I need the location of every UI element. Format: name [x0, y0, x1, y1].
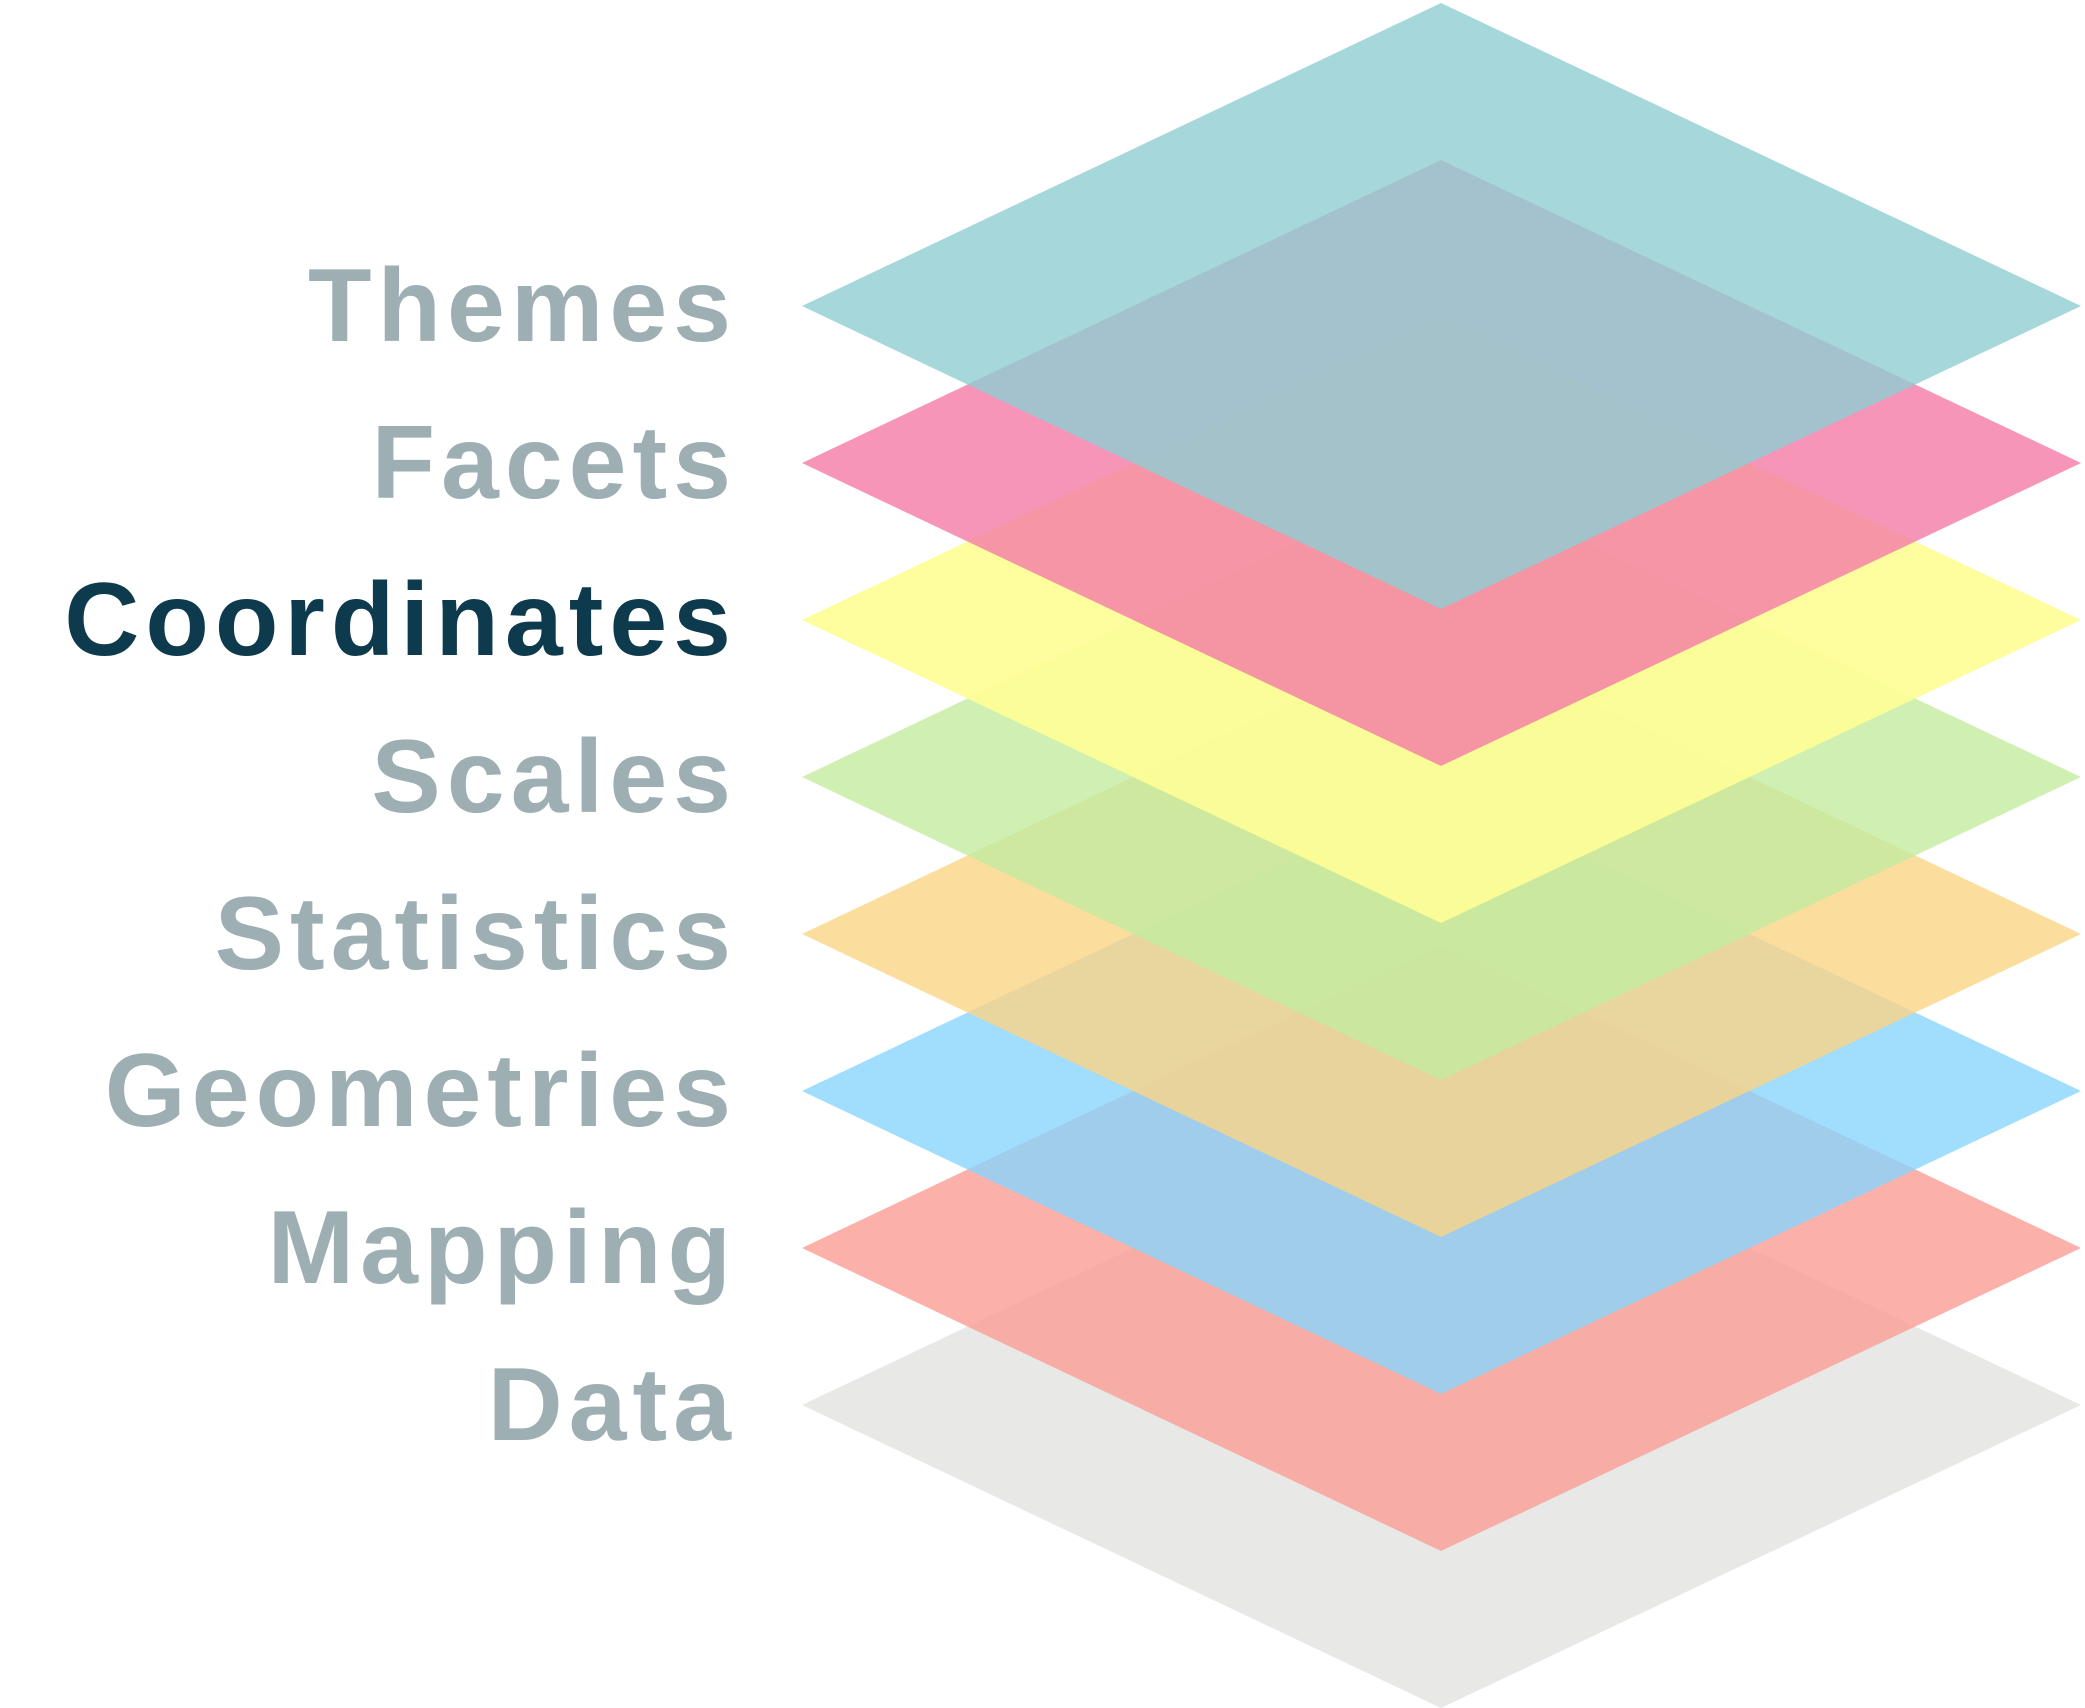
layer-label-mapping: Mapping [267, 1190, 737, 1306]
layer-label-geometries: Geometries [104, 1033, 737, 1149]
layer-label-scales: Scales [371, 719, 737, 835]
layer-label-data: Data [487, 1347, 737, 1463]
layer-plane-themes [802, 3, 2081, 609]
layer-label-themes: Themes [307, 248, 737, 364]
layer-label-facets: Facets [371, 405, 737, 521]
layer-label-statistics: Statistics [214, 876, 737, 992]
layer-label-coordinates: Coordinates [64, 562, 737, 678]
